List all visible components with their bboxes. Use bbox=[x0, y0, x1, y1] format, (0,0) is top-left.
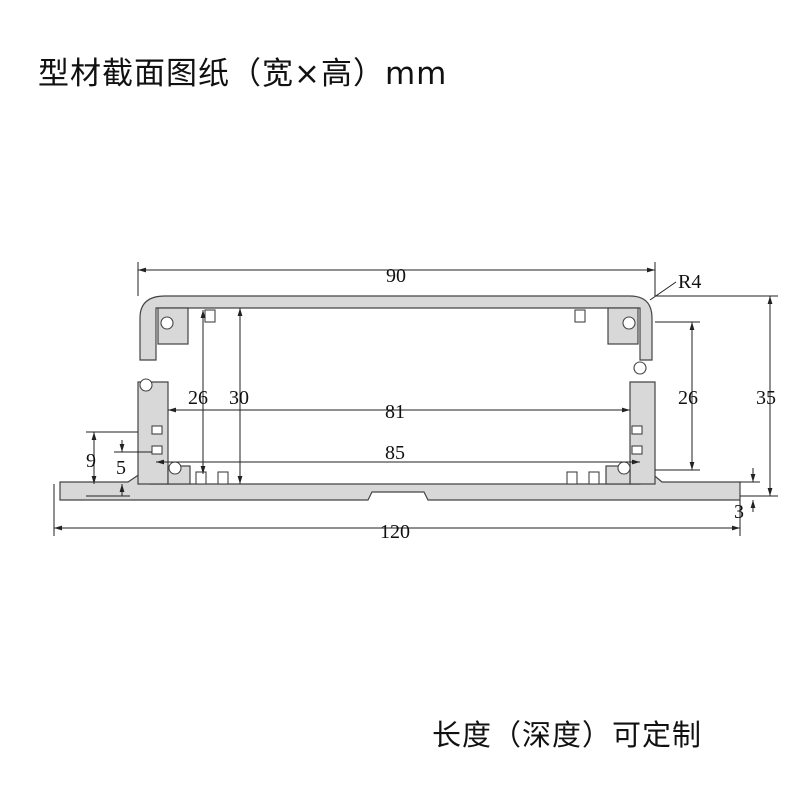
dim-90-label: 90 bbox=[386, 265, 406, 287]
slot bbox=[151, 445, 163, 455]
dim-9-label: 9 bbox=[86, 450, 96, 472]
dim-r4-label: R4 bbox=[678, 271, 701, 293]
slot bbox=[574, 309, 586, 323]
screw-boss bbox=[633, 361, 647, 375]
slot bbox=[195, 471, 207, 485]
dim-120-label: 120 bbox=[380, 521, 410, 543]
top-plate bbox=[139, 295, 653, 361]
top-left-rib bbox=[157, 307, 189, 345]
slot bbox=[588, 471, 600, 485]
screw-boss bbox=[168, 461, 182, 475]
aluminum-profile bbox=[59, 295, 741, 501]
top-right-rib bbox=[607, 307, 639, 345]
screw-boss bbox=[622, 316, 636, 330]
dim-30-label: 30 bbox=[229, 387, 249, 409]
dim-3-label: 3 bbox=[734, 501, 744, 523]
dim-81-label: 81 bbox=[385, 401, 405, 423]
dim-26-right-label: 26 bbox=[678, 387, 698, 409]
screw-boss bbox=[139, 378, 153, 392]
screw-boss bbox=[160, 316, 174, 330]
dim-5-label: 5 bbox=[116, 457, 126, 479]
screw-boss bbox=[617, 461, 631, 475]
slot bbox=[566, 471, 578, 485]
drawing-title: 型材截面图纸（宽×高）mm bbox=[38, 56, 448, 92]
dim-35-label: 35 bbox=[756, 387, 776, 409]
length-customizable-note: 长度（深度）可定制 bbox=[432, 718, 703, 752]
dim-26-left-label: 26 bbox=[188, 387, 208, 409]
slot bbox=[631, 425, 643, 435]
slot bbox=[217, 471, 229, 485]
dim-85-label: 85 bbox=[385, 442, 405, 464]
slot bbox=[151, 425, 163, 435]
slot bbox=[631, 445, 643, 455]
slot bbox=[204, 309, 216, 323]
